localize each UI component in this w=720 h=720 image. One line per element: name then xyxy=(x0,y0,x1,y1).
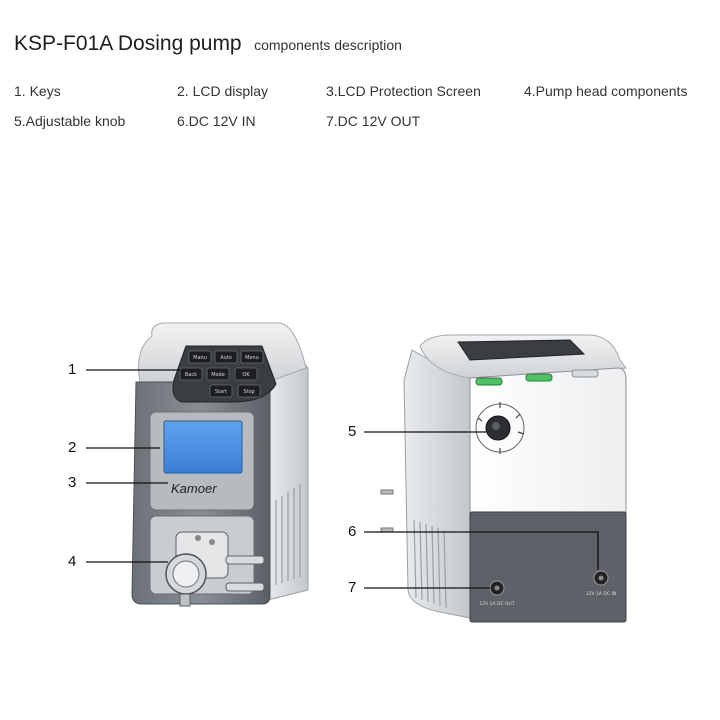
keypad: Manu Auto Menu Back Mode OK Start Stop xyxy=(172,345,277,403)
pump-drawing: Kamoer xyxy=(86,322,627,623)
dc-in-port: 12V 1A DC IN xyxy=(586,570,616,597)
legend-lcd-display: 2. LCD display xyxy=(177,83,269,99)
key-label: Back xyxy=(185,372,197,378)
callout-6: 6 xyxy=(348,523,357,540)
front-view-pump: Kamoer xyxy=(131,322,309,607)
lcd-display xyxy=(163,420,243,474)
key-back xyxy=(179,367,203,381)
key-label: Mode xyxy=(211,372,225,378)
key-auto xyxy=(214,350,238,364)
key-start xyxy=(209,384,233,398)
legend-keys: 1. Keys xyxy=(14,83,61,99)
dc-out-port: 12V 1A DC OUT xyxy=(479,580,515,607)
callout-2: 2 xyxy=(68,439,77,456)
page-title: KSP-F01A Dosing pump components descript… xyxy=(14,32,402,56)
legend-dc-in: 6.DC 12V IN xyxy=(177,113,256,129)
key-label: OK xyxy=(242,372,250,378)
pump-head xyxy=(165,531,265,607)
callout-5: 5 xyxy=(348,423,357,440)
callout-7: 7 xyxy=(348,579,357,596)
legend-dc-out: 7.DC 12V OUT xyxy=(326,113,421,129)
dc-out-label: 12V 1A DC OUT xyxy=(479,601,514,607)
callout-4: 4 xyxy=(68,553,77,570)
key-label: Auto xyxy=(220,355,232,361)
adjustable-knob xyxy=(475,402,525,454)
legend-pump-head: 4.Pump head components xyxy=(524,83,688,99)
key-mode xyxy=(206,367,230,381)
callout-1: 1 xyxy=(68,361,77,378)
key-stop xyxy=(237,384,261,398)
key-label: Stop xyxy=(243,389,254,395)
legend-lcd-protection-screen: 3.LCD Protection Screen xyxy=(326,83,481,99)
key-label: Menu xyxy=(245,355,259,361)
callout-3: 3 xyxy=(68,474,77,491)
back-view-pump: 12V 1A DC OUT 12V 1A DC IN xyxy=(380,334,627,623)
brand-logo: Kamoer xyxy=(171,481,217,496)
key-label: Start xyxy=(215,389,227,395)
key-ok xyxy=(234,367,258,381)
callout-lines-right xyxy=(364,431,599,589)
key-menu xyxy=(240,350,264,364)
title-sub: components description xyxy=(254,37,402,53)
callout-lines-left xyxy=(86,369,180,563)
legend-adjustable-knob: 5.Adjustable knob xyxy=(14,113,126,129)
title-main: KSP-F01A Dosing pump xyxy=(14,32,242,55)
key-manu xyxy=(188,350,212,364)
dc-in-label: 12V 1A DC IN xyxy=(586,591,616,597)
pump-illustration: Kamoer xyxy=(0,300,720,630)
key-label: Manu xyxy=(193,355,207,361)
